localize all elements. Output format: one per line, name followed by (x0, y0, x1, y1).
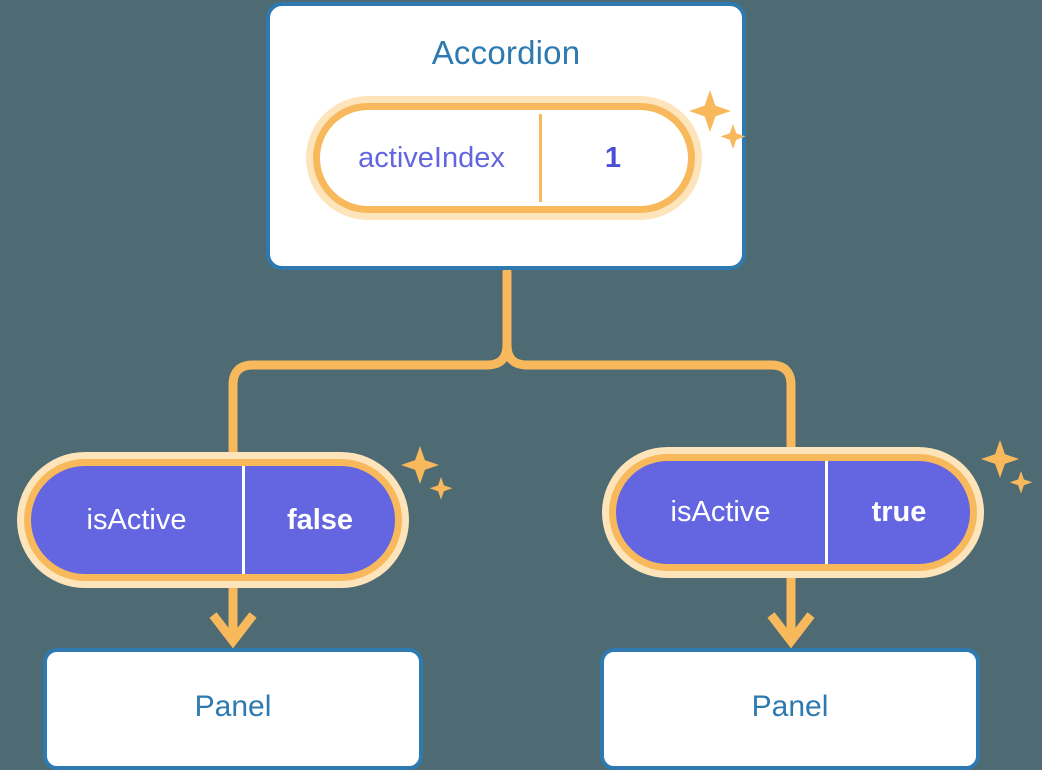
component-title: Accordion (431, 34, 581, 71)
arrow-right-head (767, 612, 815, 649)
state-pill-isactive-left[interactable]: isActive false (17, 452, 409, 588)
state-value: 1 (604, 141, 622, 174)
sparkle-large-icon (401, 446, 439, 484)
panel-title: Panel (194, 690, 272, 723)
state-pill-ring: activeIndex 1 (313, 103, 695, 213)
state-pill-body: isActive false (31, 466, 395, 574)
sparkle-large-icon (981, 440, 1019, 478)
state-pill-ring: isActive true (609, 454, 977, 571)
state-value: false (286, 503, 354, 536)
panel-card-left[interactable]: Panel (43, 648, 423, 770)
state-pill-activeindex[interactable]: activeIndex 1 (306, 96, 702, 220)
sparkle-small-icon (1009, 471, 1033, 494)
connector-root-branch (228, 267, 512, 457)
panel-card-right[interactable]: Panel (600, 648, 980, 770)
sparkle-left-group (398, 442, 458, 510)
panel-title: Panel (751, 690, 829, 723)
state-key: isActive (616, 461, 828, 564)
sparkle-right-group (978, 436, 1038, 504)
state-key: isActive (31, 466, 245, 574)
sparkle-small-icon (429, 477, 453, 500)
arrow-left-head (209, 612, 257, 649)
connector-root-branch-right (502, 340, 796, 452)
state-key: activeIndex (324, 114, 542, 202)
state-pill-body: activeIndex 1 (320, 110, 688, 206)
state-pill-body: isActive true (616, 461, 970, 564)
state-pill-ring: isActive false (24, 459, 402, 581)
state-value: true (871, 496, 927, 528)
state-pill-isactive-right[interactable]: isActive true (602, 447, 984, 578)
